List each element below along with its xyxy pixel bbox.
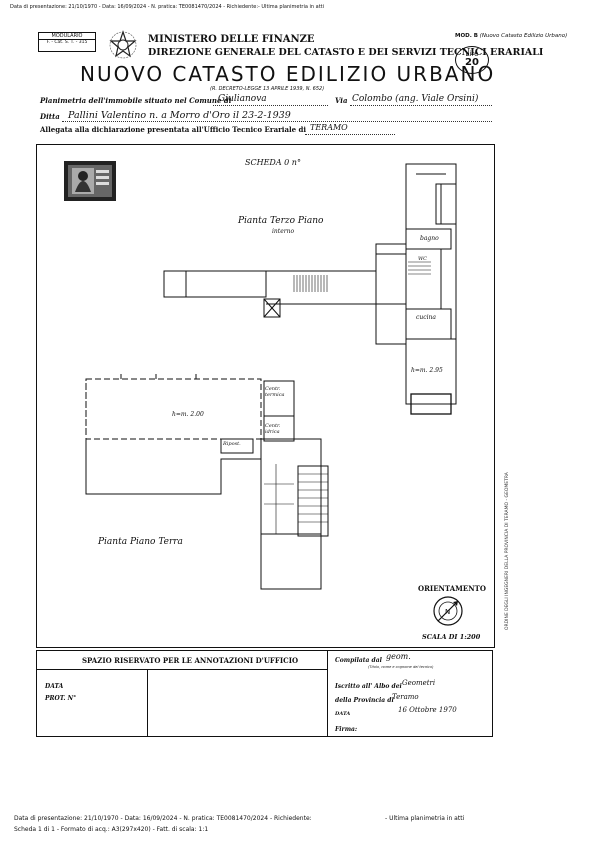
cucina-label: cucina (416, 314, 436, 321)
annotations-data-label: DATA (45, 683, 64, 690)
comune-underline (213, 105, 328, 106)
allegata-value: TERAMO (310, 123, 348, 132)
compilata-data-label: DATA (335, 711, 351, 717)
footer-line1: Data di presentazione: 21/10/1970 - Data… (14, 815, 312, 822)
compilata-value: geom. (386, 652, 411, 661)
h200-label: h=m. 2.00 (172, 411, 204, 418)
via-label: Via (335, 96, 348, 105)
annotations-vdivider (147, 669, 148, 736)
ditta-underline (62, 121, 492, 122)
centr-idrica-label: Centr. idrica (265, 423, 281, 435)
plan-frame (36, 144, 495, 648)
form-model-line2: F. - Cat. S. T. - 315 (46, 40, 88, 45)
orientamento-label: ORIENTAMENTO (418, 584, 486, 593)
svg-text:N: N (445, 608, 450, 616)
main-title: NUOVO CATASTO EDILIZIO URBANO (80, 62, 496, 86)
stamp-lire: Lire 20 (455, 46, 489, 74)
decree-text: (R. DECRETO-LEGGE 13 APRILE 1939, N. 652… (210, 86, 325, 92)
planimetria-label: Planimetria dell'immobile situato nel Co… (40, 96, 232, 105)
annotations-prot-label: PROT. N° (45, 695, 77, 702)
directorate-name: DIREZIONE GENERALE DEL CATASTO E DEI SER… (148, 47, 544, 58)
terra-label: Pianta Piano Terra (98, 537, 183, 547)
via-value: Colombo (ang. Viale Orsini) (352, 94, 479, 104)
compilata-box (326, 650, 493, 737)
footer-line2: Scheda 1 di 1 - Formato di acq.: A3(297x… (14, 826, 209, 833)
provincia-label: della Provincia di (335, 697, 394, 704)
annotations-box: SPAZIO RISERVATO PER LE ANNOTAZIONI D'UF… (36, 650, 328, 737)
allegata-underline (305, 134, 395, 135)
ditta-label: Ditta (40, 112, 60, 121)
footer-line1-right: - Ultima planimetria in atti (385, 815, 465, 822)
compilata-sub: (Titolo, nome e cognome del tecnico) (368, 665, 434, 669)
bagno-label: bagno (420, 235, 439, 242)
wc-label: WC (418, 256, 427, 262)
form-model-line1: MODULARIO (39, 33, 95, 40)
compass-icon: N (433, 596, 463, 626)
compilata-data-value: 16 Ottobre 1970 (398, 706, 457, 714)
terzo-piano-label: Pianta Terzo Piano (238, 216, 324, 226)
mod-label: MOD. B (Nuovo Catasto Edilizio Urbano) (455, 33, 568, 39)
scala-label: SCALA DI 1:200 (422, 633, 481, 641)
annotations-divider (37, 669, 327, 670)
comune-value: Giulianova (218, 94, 267, 104)
form-model-box: MODULARIO F. - Cat. S. T. - 315 (38, 32, 96, 52)
iscritto-label: Iscritto all' Albo dei (335, 683, 402, 690)
interno-label: interno (272, 228, 295, 235)
republic-emblem-icon (108, 30, 138, 60)
annotations-title: SPAZIO RISERVATO PER LE ANNOTAZIONI D'UF… (82, 656, 299, 665)
top-header-right: - Ultima planimetria in atti (258, 4, 325, 10)
ministry-name: MINISTERO DELLE FINANZE (148, 34, 315, 45)
allegata-label: Allegata alla dichiarazione presentata a… (40, 125, 307, 134)
scheda-label: SCHEDA 0 n° (245, 158, 301, 167)
top-header-left: Data di presentazione: 21/10/1970 - Data… (10, 4, 259, 10)
ditta-value: Pallini Valentino n. a Morro d'Oro il 23… (68, 110, 291, 121)
iscritto-value: Geometri (402, 679, 436, 687)
ripost-label: Ripost. (223, 441, 241, 447)
revenue-stamp-icon (63, 160, 117, 202)
firma-label: Firma: (335, 726, 358, 733)
compilata-label: Compilata dal (335, 657, 382, 664)
via-underline (350, 105, 492, 106)
h295-label: h=m. 2.95 (411, 367, 443, 374)
centr-termica-label: Centr. termica (265, 386, 285, 398)
floor-plan-drawing: N (85, 163, 463, 626)
side-stamp-text: ORDINE DEGLI INGEGNERI DELLA PROVINCIA D… (505, 472, 510, 630)
provincia-value: Teramo (392, 693, 419, 701)
